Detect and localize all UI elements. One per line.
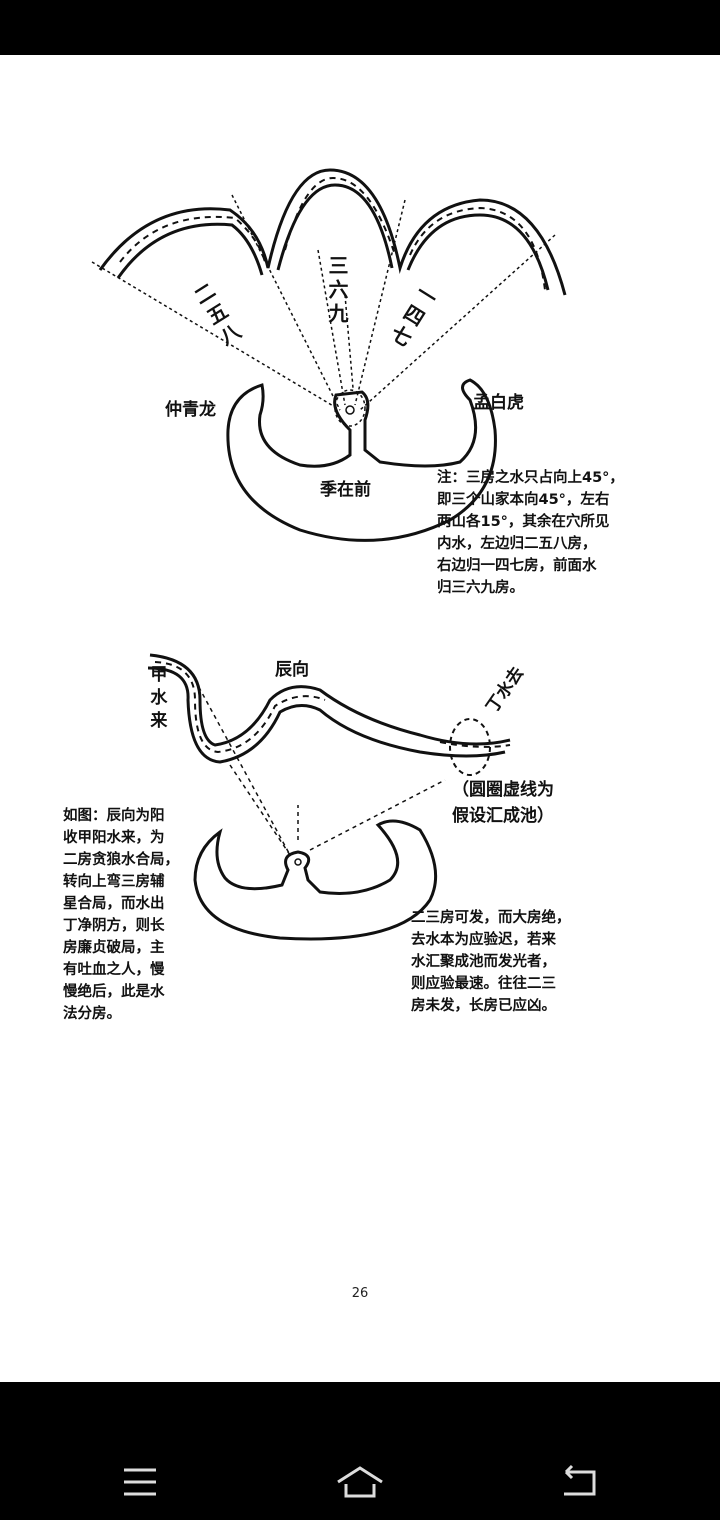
inflow-label: 甲水来 bbox=[146, 665, 167, 734]
note-line: 二三房可发，而大房绝， bbox=[411, 910, 571, 926]
river-flow-dashed bbox=[154, 661, 511, 754]
note-line: 注：三房之水只占向上45°， bbox=[437, 470, 624, 486]
note-line: 二房贪狼水合局， bbox=[63, 852, 179, 868]
grave-site-ring bbox=[334, 389, 366, 427]
hill-enclosure-2 bbox=[193, 819, 438, 941]
note-line: 有吐血之人，慢 bbox=[63, 962, 165, 978]
home-icon bbox=[337, 1466, 383, 1498]
note-line: 去水本为应验迟，若来 bbox=[411, 932, 556, 948]
note-line: （圆圈虚线为 bbox=[452, 780, 554, 800]
back-button[interactable] bbox=[550, 1462, 610, 1502]
note-1: 注：三房之水只占向上45°， 即三个山家本向45°，左右 两山各15°，其余在穴… bbox=[437, 467, 624, 599]
note-line: 收甲阳水来，为 bbox=[63, 830, 165, 846]
note-line: 假设汇成池） bbox=[452, 806, 554, 826]
sight-lines-2 bbox=[194, 679, 446, 856]
note-line: 转向上弯三房辅 bbox=[63, 874, 165, 890]
menu-icon bbox=[124, 1468, 156, 1496]
left-label: 仲青龙 bbox=[165, 400, 216, 420]
note-line: 右边归一四七房，前面水 bbox=[437, 558, 597, 574]
right-label: 孟白虎 bbox=[473, 393, 524, 413]
note-line: 房廉贞破局，主 bbox=[63, 940, 165, 956]
facing-label: 辰向 bbox=[275, 660, 309, 680]
circle-note: （圆圈虚线为 假设汇成池） bbox=[452, 777, 554, 829]
note-line: 归三六九房。 bbox=[437, 580, 524, 596]
note-line: 法分房。 bbox=[63, 1006, 121, 1022]
document-page: 二五八 三六九 一四七 仲青龙 孟白虎 季在前 注：三房之水只占向上45°， 即… bbox=[0, 55, 720, 1382]
navigation-bar bbox=[0, 1382, 720, 1520]
river bbox=[147, 653, 511, 764]
sight-lines bbox=[91, 194, 556, 411]
pool-dashed-circle bbox=[449, 718, 491, 776]
sector-middle-label: 三六九 bbox=[325, 255, 349, 327]
hill-enclosure bbox=[226, 378, 497, 542]
note-right: 二三房可发，而大房绝， 去水本为应验迟，若来 水汇聚成池而发光者， 则应验最速。… bbox=[411, 907, 571, 1017]
back-icon bbox=[564, 1464, 596, 1496]
note-line: 房未发，长房已应凶。 bbox=[411, 998, 556, 1014]
note-line: 水汇聚成池而发光者， bbox=[411, 954, 556, 970]
home-button[interactable] bbox=[330, 1462, 390, 1502]
note-line: 两山各15°，其余在穴所见 bbox=[437, 514, 610, 530]
grave-site bbox=[345, 405, 355, 415]
note-line: 内水，左边归二五八房， bbox=[437, 536, 597, 552]
note-line: 慢绝后，此是水 bbox=[63, 984, 165, 1000]
note-left: 如图：辰向为阳 收甲阳水来，为 二房贪狼水合局， 转向上弯三房辅 星合局，而水出… bbox=[63, 805, 179, 1025]
page-number: 26 bbox=[351, 1286, 369, 1301]
note-line: 即三个山家本向45°，左右 bbox=[437, 492, 610, 508]
grave-site-2 bbox=[294, 858, 302, 866]
fengshui-diagrams bbox=[91, 168, 567, 941]
front-label: 季在前 bbox=[320, 480, 371, 500]
note-line: 则应验最速。往往二三 bbox=[411, 976, 556, 992]
note-line: 如图：辰向为阳 bbox=[63, 808, 165, 824]
note-line: 星合局，而水出 bbox=[63, 896, 165, 912]
status-bar bbox=[0, 0, 720, 55]
note-line: 丁净阴方，则长 bbox=[63, 918, 165, 934]
mountain-outline bbox=[98, 168, 567, 296]
menu-button[interactable] bbox=[110, 1462, 170, 1502]
